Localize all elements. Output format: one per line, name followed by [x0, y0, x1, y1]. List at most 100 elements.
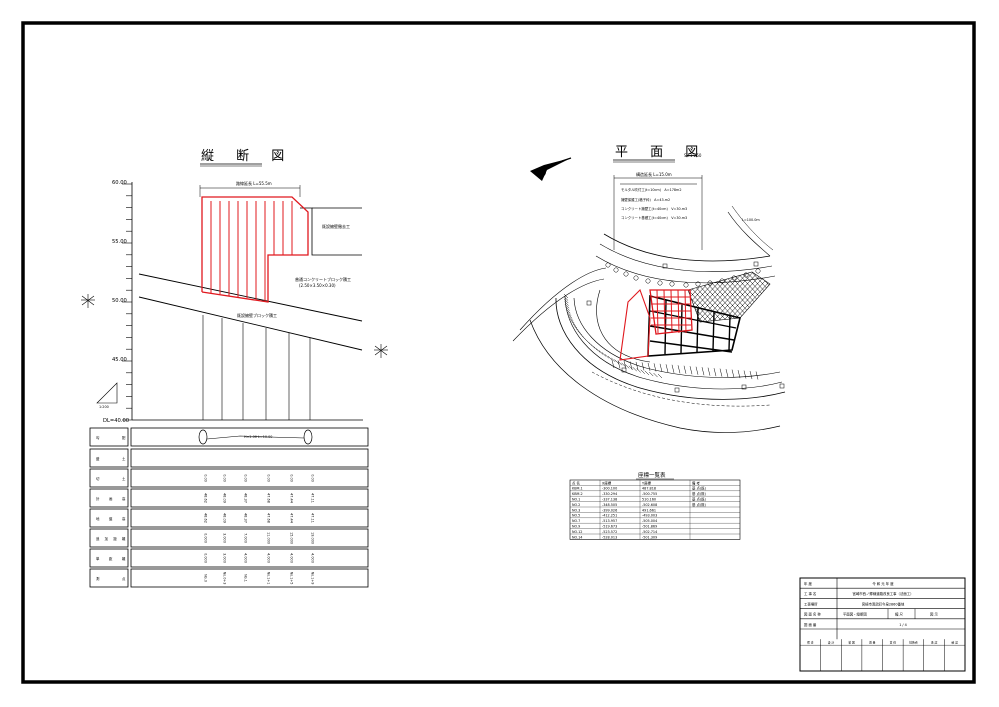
- marker-box: [779, 383, 785, 389]
- row-label-char: 追: [96, 536, 100, 541]
- legend-line-4: コンクリート基礎工(t=40cm) V=30.m3: [621, 215, 687, 220]
- grade-label: H=2.00 L=10.00: [244, 435, 272, 439]
- rail-tick: [598, 350, 604, 355]
- rail-tick: [632, 367, 637, 372]
- row-label-char: 盤: [109, 516, 113, 521]
- row-label-char: 離: [122, 556, 126, 561]
- hatch-line: [694, 272, 751, 322]
- existing-structure-right: [300, 207, 362, 256]
- annotation-existing-block: 既設擁壁ブロック積工: [237, 312, 277, 318]
- rail-tick: [695, 366, 699, 375]
- row-value: No.0: [204, 574, 208, 582]
- marker-box: [674, 387, 680, 393]
- row-value: No.1+5: [290, 572, 294, 585]
- rail-tick: [593, 346, 598, 351]
- row-value: No.1+1: [267, 572, 271, 585]
- rail-tick: [565, 306, 570, 311]
- red-grid-outline: [649, 289, 693, 335]
- row-label-char: 距: [113, 537, 117, 541]
- marker-box: [753, 261, 759, 267]
- row-value-cell: [130, 448, 369, 468]
- grid-line: [728, 315, 731, 351]
- row-value: 47.68: [267, 493, 271, 503]
- table-cell: -513.957: [602, 519, 617, 523]
- row-value-cell: [130, 488, 369, 508]
- row-label-cell: [89, 427, 129, 447]
- table-cell: -502.608: [642, 503, 657, 507]
- row-value: 7.000: [244, 533, 248, 543]
- table-cell: NO.1: [572, 498, 580, 502]
- title-block: 年 度令 和 元 年 度工 事 名宮崎市西ノ郷線道路改良工事（法面工）工事場所宮…: [799, 577, 966, 672]
- row-value: 0.00: [204, 474, 208, 482]
- rail-tick: [653, 372, 658, 378]
- table-cell: 510.160: [642, 498, 656, 502]
- legend-line-1: モルタル吹付工(t=10cm) A=178m2: [621, 187, 682, 192]
- footer-label: 承 認: [931, 641, 938, 645]
- planned-wall-plan: [619, 288, 651, 361]
- footer-label: 責 任: [890, 641, 897, 645]
- rail-tick: [575, 328, 581, 333]
- rail-tick: [640, 369, 645, 374]
- table-cell: -348.505: [602, 503, 617, 507]
- road-marker: [657, 280, 663, 286]
- row-value: 3.000: [223, 553, 227, 563]
- footer-label: 技術者: [909, 641, 918, 645]
- row-value: 48.09: [223, 513, 227, 523]
- rail-tick: [570, 318, 575, 324]
- row-label-char: 高: [122, 516, 126, 521]
- table-cell: -300.100: [602, 487, 617, 491]
- row-value: 47.11: [311, 493, 315, 503]
- water-level-marker-right: [374, 344, 388, 358]
- plan-legend: 構造延長 L=15.0m モルタル吹付工(t=10cm) A=178m2 擁壁保…: [613, 171, 703, 250]
- rail-tick: [604, 354, 610, 359]
- grid-line: [696, 307, 699, 353]
- row-value-cell: [130, 427, 369, 447]
- table-border: [569, 479, 741, 540]
- row-label-char: 高: [122, 496, 126, 501]
- rail-tick: [755, 371, 759, 380]
- rail-tick: [590, 344, 596, 349]
- row-label-char: 距: [109, 557, 113, 561]
- rail-tick: [564, 298, 569, 304]
- benchmark-title: 座標一覧表: [638, 471, 666, 479]
- table-cell: -412.251: [602, 514, 617, 518]
- slope-scale-triangle: [96, 382, 118, 404]
- rail-tick: [713, 368, 717, 377]
- table-cell: NO.14: [572, 535, 582, 539]
- row-label-cell: [89, 448, 129, 468]
- rail-tick: [653, 363, 657, 372]
- row-label-char: 土: [122, 456, 126, 461]
- grade-marker-right: [303, 429, 313, 445]
- table-header: X座標: [602, 480, 612, 485]
- row-value-cell: [130, 468, 369, 488]
- rail-tick: [623, 360, 627, 370]
- titleblock-label: 年 度: [804, 581, 812, 586]
- legend-line-2: 擁壁保護工(格子枠) A=43.m2: [621, 197, 670, 202]
- road-marker: [645, 278, 651, 284]
- concrete-grid-frame: [647, 294, 741, 357]
- rail-tick: [611, 359, 615, 369]
- table-cell: 491.661: [642, 508, 656, 512]
- road-marker: [605, 262, 611, 268]
- annotation-existing-wall: 既設擁壁撤去工: [322, 223, 350, 229]
- table-cell: -330.294: [602, 492, 617, 496]
- rail-tick: [743, 370, 747, 379]
- table-header: Y座標: [642, 480, 651, 485]
- road-marker: [633, 275, 639, 281]
- footer-label: 設 計: [828, 641, 835, 645]
- sheet-label: 図 面 番: [804, 622, 817, 627]
- annotation-block-wall: 普通コンクリートブロック積工: [295, 276, 351, 282]
- road-marker: [743, 272, 749, 278]
- elevation-label-45: 45.00: [112, 357, 127, 363]
- plan-scale: S=1:250: [684, 153, 702, 158]
- marker-box: [621, 367, 627, 373]
- rail-tick: [635, 361, 639, 370]
- row-value: 4.000: [311, 553, 315, 563]
- titleblock-value: 宮崎市西ノ郷線道路改良工事（法面工）: [852, 591, 913, 596]
- plan-guardrail: [563, 293, 759, 380]
- table-cell: -500.755: [642, 492, 657, 496]
- grade-line: [206, 435, 305, 440]
- elevation-ticks: [122, 183, 132, 421]
- row-value: 47.44: [290, 493, 294, 503]
